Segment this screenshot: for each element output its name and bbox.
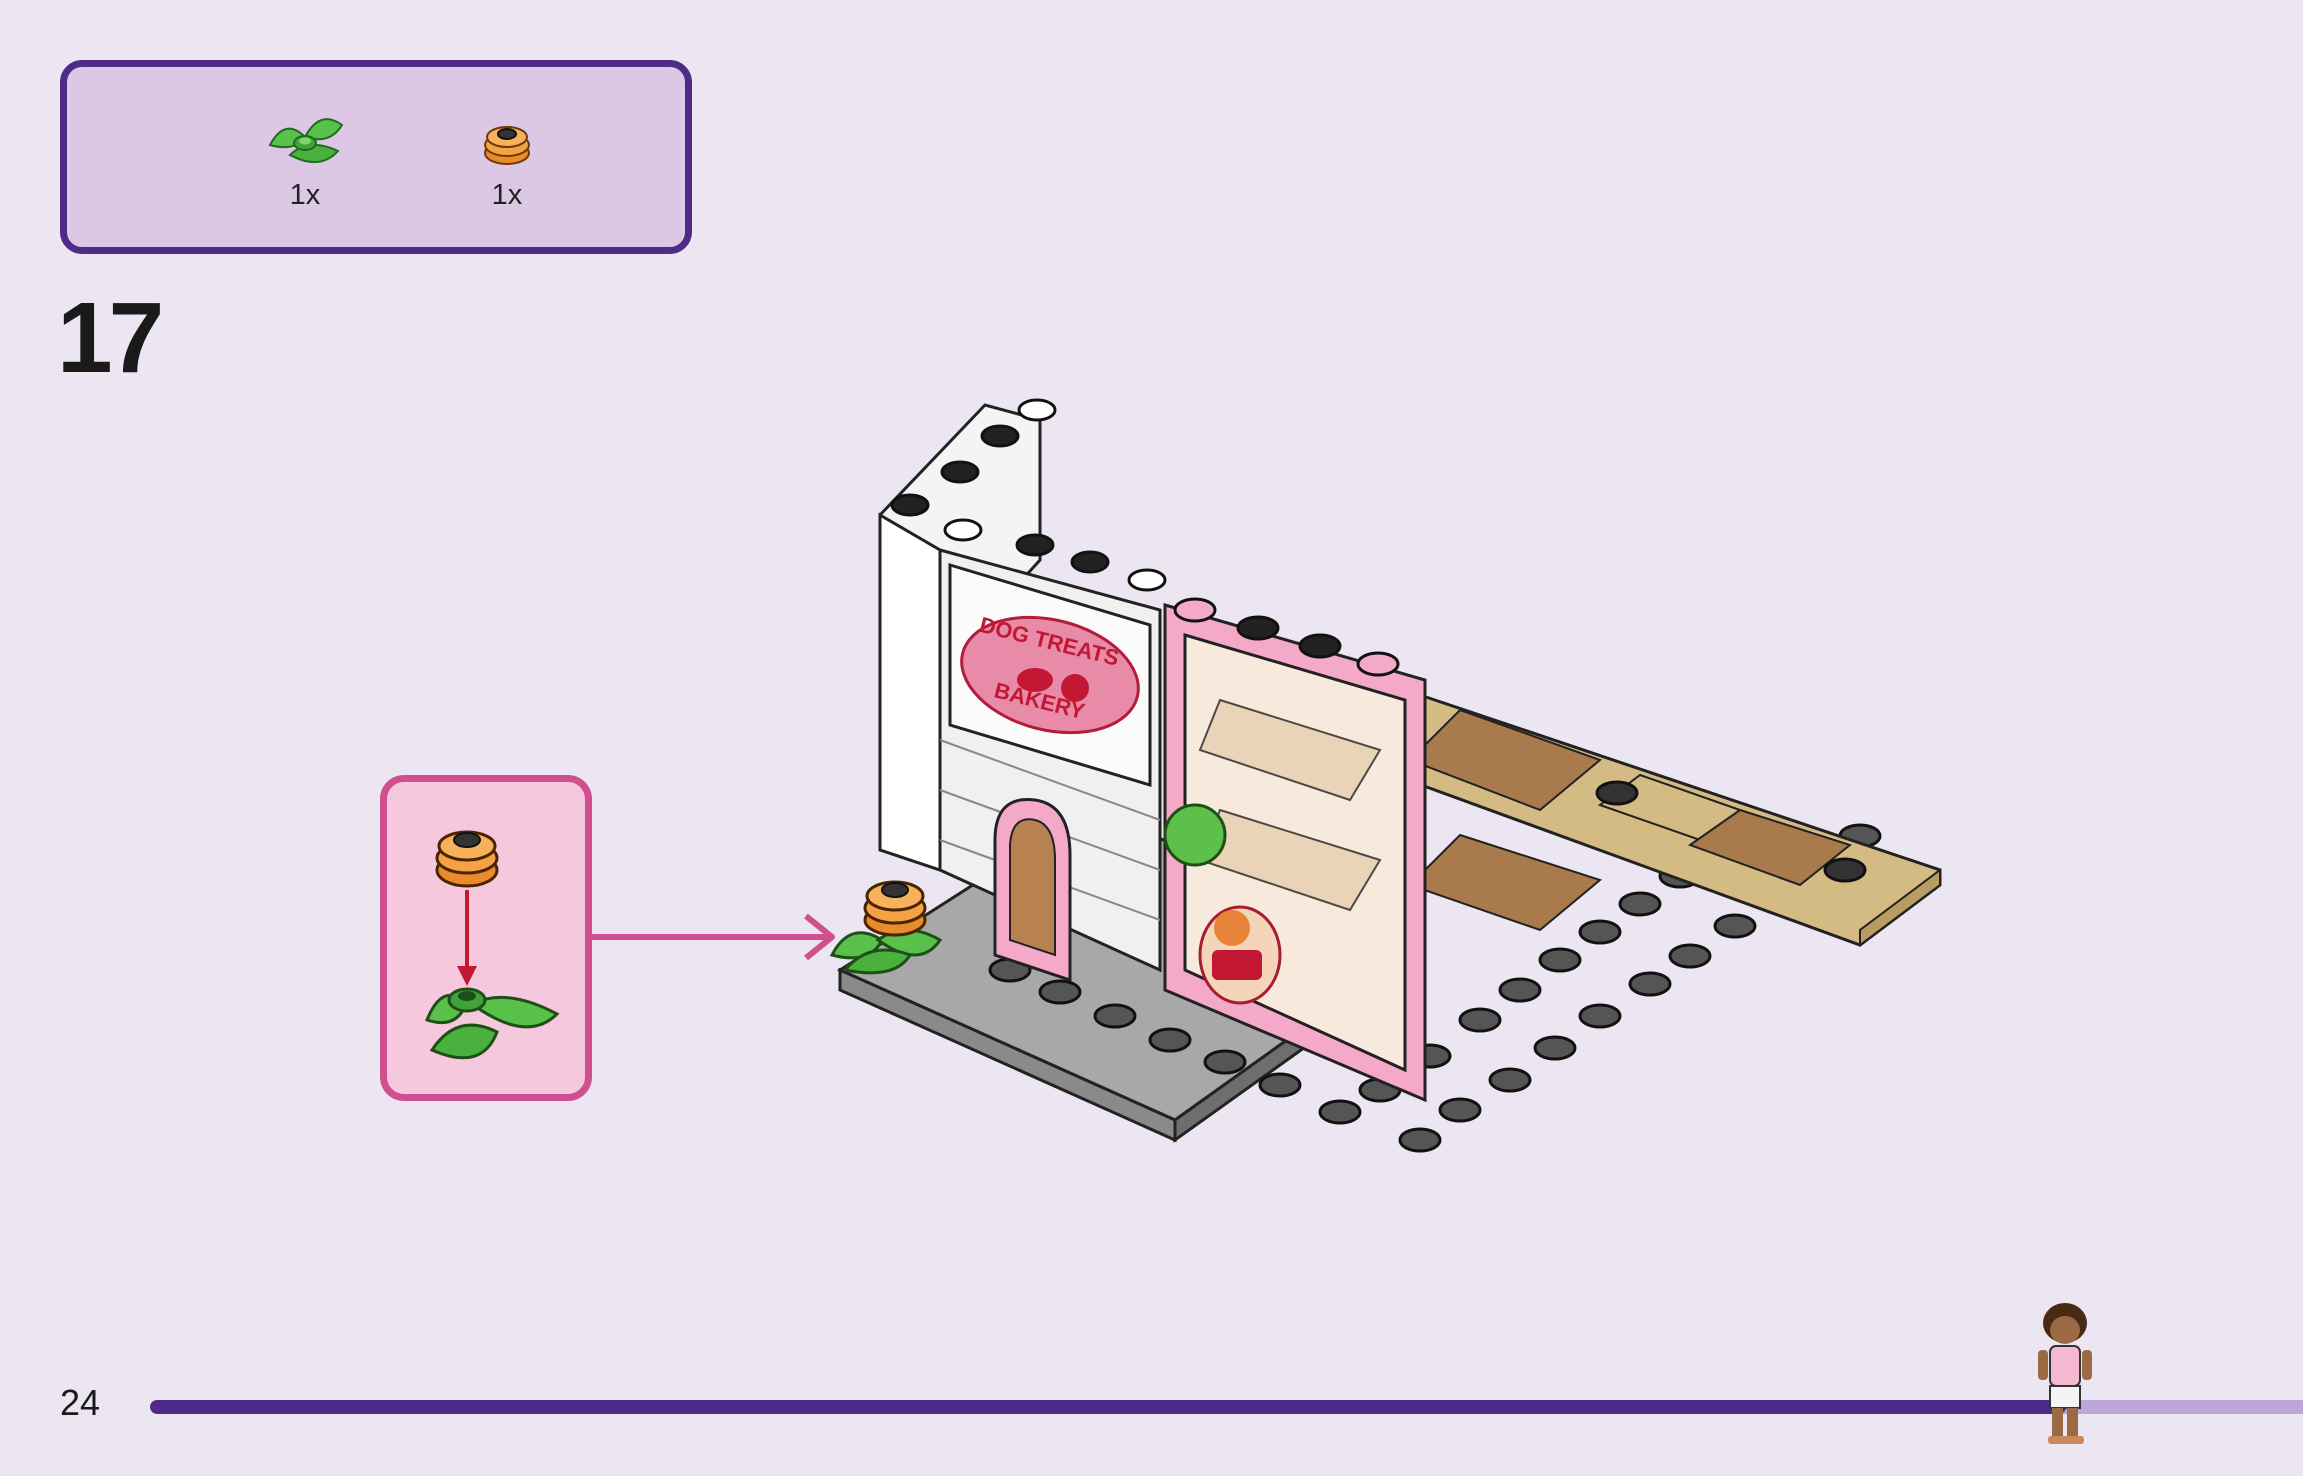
cat-sticker — [1198, 905, 1282, 1005]
floor-tiles — [1377, 693, 1942, 947]
green-leaf-part-icon — [425, 987, 560, 1060]
build-progress-bar — [150, 1400, 2303, 1414]
subassembly-diagram — [425, 830, 560, 1060]
subassembly-callout — [380, 775, 592, 1101]
part-quantity: 1x — [289, 179, 321, 211]
part-quantity: 1x — [491, 179, 523, 211]
page-number: 24 — [60, 1382, 101, 1423]
build-progress-fill — [150, 1400, 2067, 1414]
pink-glass-door — [1163, 597, 1427, 1103]
part-item-flower: 1x — [447, 107, 567, 212]
orange-flower-part-icon — [435, 830, 499, 888]
orange-flower-plate-icon — [484, 126, 530, 165]
green-leaf-plate-icon — [268, 118, 344, 163]
flower-assembly — [829, 880, 943, 975]
bakery-sign: DOG TREATS BAKERY — [960, 612, 1140, 735]
white-wall: DOG TREATS BAKERY — [878, 398, 1167, 983]
step-number: 17 — [57, 282, 164, 394]
minifigure-icon — [2038, 1303, 2092, 1444]
bakery-model-illustration: DOG TREATS BAKERY — [829, 398, 1942, 1153]
part-item-leaves: 1x — [245, 107, 365, 212]
parts-list-box: 1x 1x — [60, 60, 692, 254]
red-down-arrow-icon — [457, 890, 477, 986]
callout-pointer-arrow-icon — [592, 913, 835, 961]
